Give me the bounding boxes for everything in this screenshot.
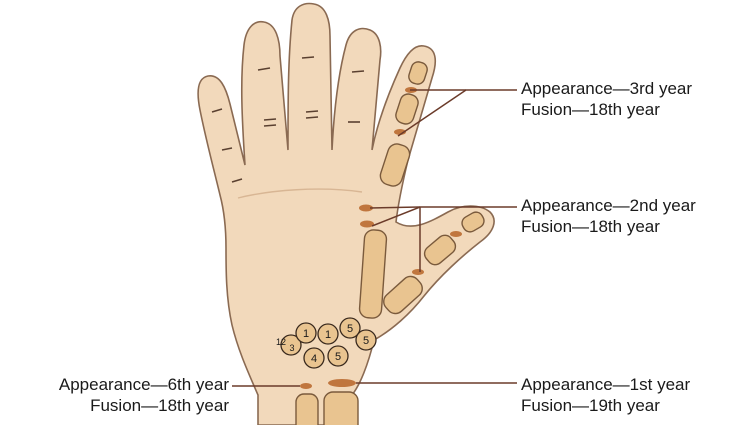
fusion-text: Fusion—18th year — [521, 216, 696, 237]
carpal-number: 4 — [311, 353, 317, 365]
distal-ulna-label: Appearance—6th year Fusion—18th year — [59, 374, 229, 416]
finger-phalanges-label: Appearance—3rd year Fusion—18th year — [521, 78, 692, 120]
carpal-number: 3 — [289, 343, 294, 353]
fusion-text: Fusion—18th year — [59, 395, 229, 416]
leader-line — [370, 207, 420, 208]
fusion-text: Fusion—19th year — [521, 395, 690, 416]
appearance-text: Appearance—1st year — [521, 374, 690, 395]
carpal-number: 12 — [276, 337, 286, 347]
radius-bone — [324, 392, 358, 425]
metacarpals-label: Appearance—2nd year Fusion—18th year — [521, 195, 696, 237]
carpal-number: 1 — [303, 328, 309, 340]
forearm-bones — [296, 392, 358, 425]
appearance-text: Appearance—3rd year — [521, 78, 692, 99]
ulna-bone — [296, 394, 318, 425]
epiphysis-spot — [328, 379, 356, 387]
carpal-number: 1 — [325, 329, 331, 341]
epiphysis-spot — [412, 269, 424, 275]
carpal-number: 5 — [363, 335, 369, 347]
appearance-text: Appearance—6th year — [59, 374, 229, 395]
epiphysis-spot — [450, 231, 462, 237]
fusion-text: Fusion—18th year — [521, 99, 692, 120]
carpal-number: 5 — [335, 351, 341, 363]
epiphysis-spot — [300, 383, 312, 389]
distal-radius-label: Appearance—1st year Fusion—19th year — [521, 374, 690, 416]
appearance-text: Appearance—2nd year — [521, 195, 696, 216]
carpal-number: 5 — [347, 323, 353, 335]
epiphysis-spot — [360, 221, 374, 228]
